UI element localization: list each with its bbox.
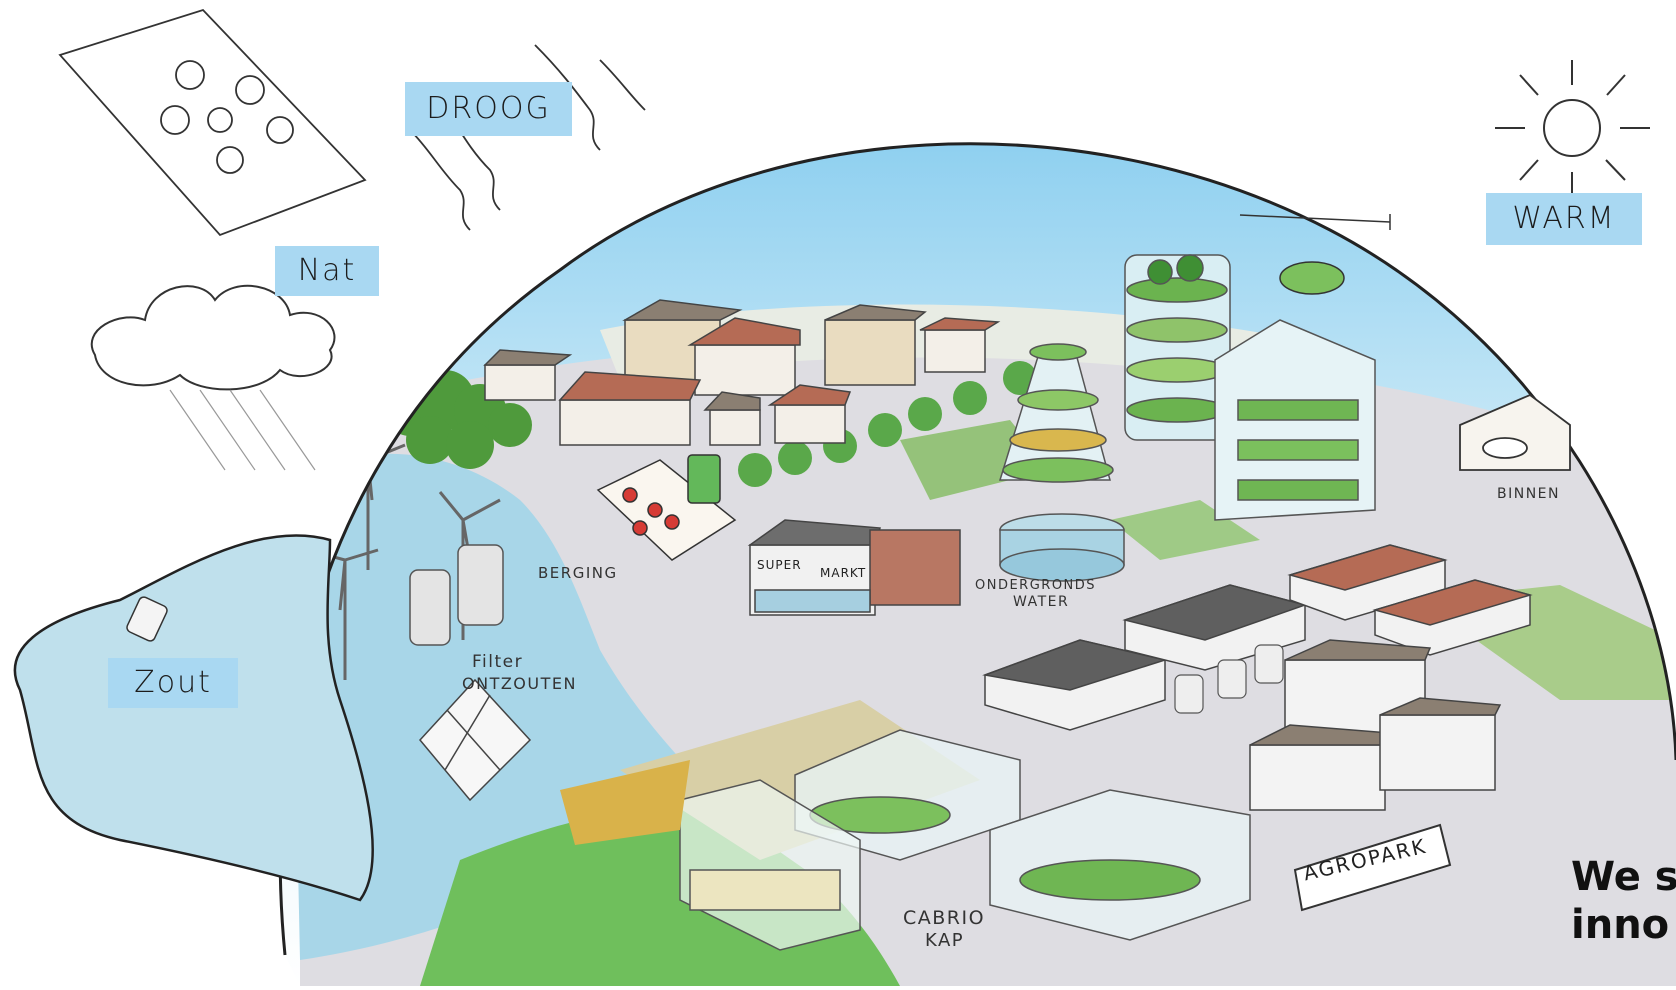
agropark-sign <box>1293 823 1452 912</box>
tagline-line-2: inno <box>1571 902 1670 948</box>
map-sketch <box>58 8 367 237</box>
nat-label: Nat <box>275 246 379 296</box>
rain-cloud <box>90 284 336 391</box>
solar-panel <box>419 678 532 802</box>
kap-label: KAP <box>925 930 965 951</box>
cone-farm <box>998 343 1125 582</box>
barns <box>982 544 1533 731</box>
food-can <box>687 454 721 504</box>
zout-text: Zout <box>134 665 212 700</box>
houses <box>483 299 1001 446</box>
ondergronds-label: ONDERGRONDS <box>975 578 1097 593</box>
agropark-buildings <box>1249 639 1502 811</box>
berging-label: BERGING <box>538 564 618 582</box>
droog-text: DROOG <box>426 91 551 126</box>
zout-label: Zout <box>108 658 238 708</box>
storage-tanks <box>409 544 504 646</box>
binnen-label: BINNEN <box>1497 486 1560 502</box>
warm-text: WARM <box>1512 201 1616 236</box>
cow-sign <box>1459 393 1571 471</box>
supermarket <box>747 519 961 616</box>
rain <box>169 389 316 471</box>
heat-waves <box>409 44 646 231</box>
reeds <box>560 760 690 845</box>
markt-sign: MARKT <box>820 566 867 580</box>
sea-outside <box>13 534 374 902</box>
silos <box>1174 644 1284 714</box>
strawberry-bag <box>596 459 737 561</box>
tree-row <box>738 361 1037 487</box>
salt-shaker-icon <box>126 596 168 642</box>
sun-icon <box>1495 60 1650 195</box>
tagline-line-1: We s <box>1571 854 1676 900</box>
greenhouse-tower <box>1214 319 1376 521</box>
droog-label: DROOG <box>405 82 572 136</box>
dimension-marker <box>1239 214 1391 230</box>
ontzouten-label: ONTZOUTEN <box>462 674 577 693</box>
water-label: WATER <box>1013 594 1070 610</box>
cabrio-label: CABRIO <box>903 907 986 929</box>
filter-label: Filter <box>472 652 524 672</box>
lettuce-icon <box>1279 261 1345 295</box>
greenhouses <box>679 729 1251 951</box>
super-sign: SUPER <box>757 558 802 572</box>
warm-label: WARM <box>1486 193 1642 245</box>
tagline: We s inno <box>1571 853 1676 949</box>
nat-text: Nat <box>297 253 357 288</box>
